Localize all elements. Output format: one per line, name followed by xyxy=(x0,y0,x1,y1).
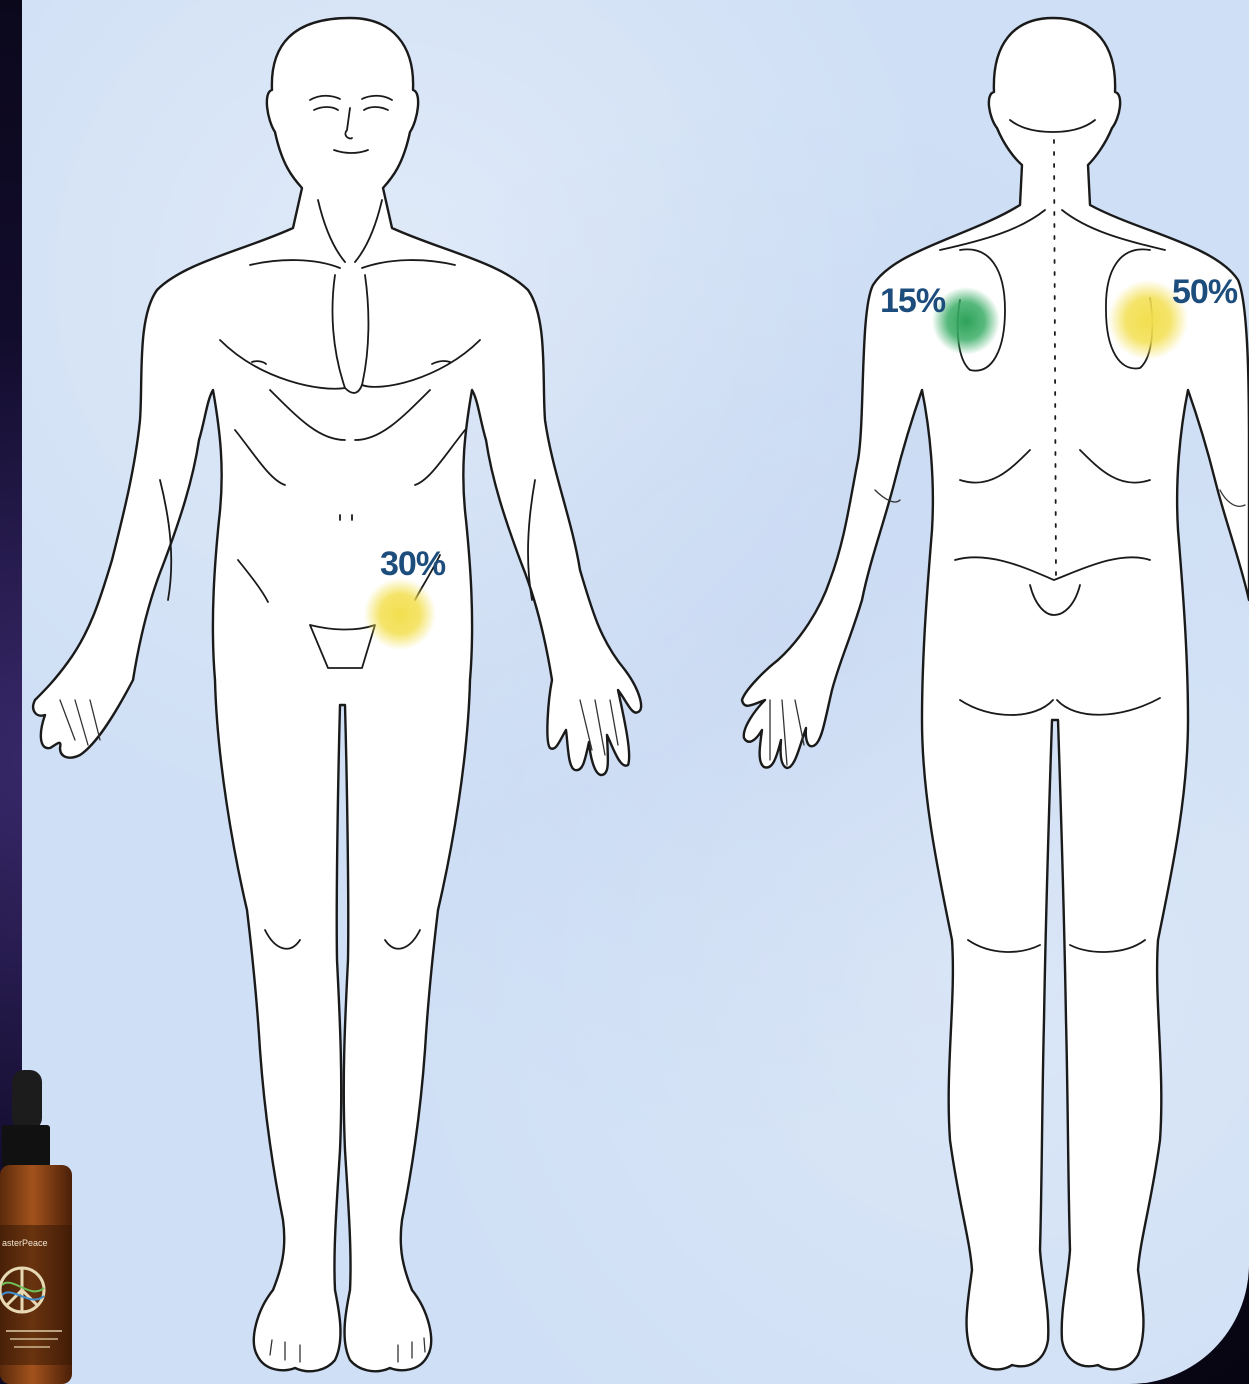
front-figure xyxy=(33,18,641,1371)
bottle-fine-print-3 xyxy=(14,1346,50,1348)
marker-front-abdomen-dot xyxy=(364,578,436,650)
product-bottle: asterPeace xyxy=(0,1070,72,1384)
bottle-dropper-collar xyxy=(2,1125,50,1167)
front-body-outline xyxy=(33,18,641,1371)
bottle-dropper-bulb xyxy=(12,1070,42,1130)
bottle-brand-label: asterPeace xyxy=(2,1238,48,1248)
marker-back-right-shoulder-label: 50% xyxy=(1172,273,1238,311)
back-body-outline xyxy=(742,18,1249,1369)
marker-back-left-shoulder-label: 15% xyxy=(880,282,946,320)
bottle-fine-print-2 xyxy=(10,1338,58,1340)
back-figure xyxy=(742,18,1249,1369)
bottle-fine-print xyxy=(6,1330,62,1332)
marker-front-abdomen-label: 30% xyxy=(380,545,446,583)
